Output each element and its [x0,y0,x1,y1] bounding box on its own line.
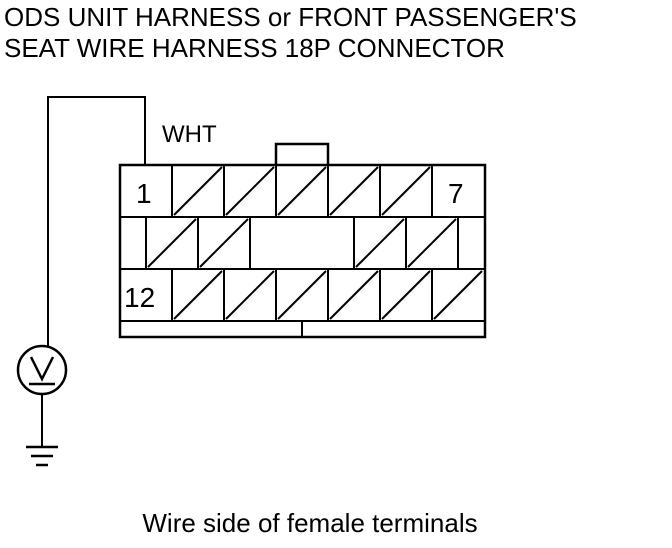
connector-18p: 1 7 12 [118,142,487,339]
connector-row-2 [145,217,459,269]
terminal-label-1: 1 [136,178,152,209]
connector-lock-tab [274,142,330,168]
terminal-label-12: 12 [124,282,155,313]
connector-row-3 [171,269,483,321]
diagram-title: ODS UNIT HARNESS or FRONT PASSENGER'S SE… [4,2,577,64]
terminal-label-7: 7 [448,178,464,209]
probe-wire [47,96,146,346]
diagram-caption: Wire side of female terminals [142,508,478,538]
wire-color-label: WHT [162,121,217,148]
title-line-2: SEAT WIRE HARNESS 18P CONNECTOR [4,33,505,63]
voltmeter-icon [16,344,68,396]
connector-row-1 [171,165,433,217]
ground-icon [26,394,58,467]
title-line-1: ODS UNIT HARNESS or FRONT PASSENGER'S [4,2,577,32]
